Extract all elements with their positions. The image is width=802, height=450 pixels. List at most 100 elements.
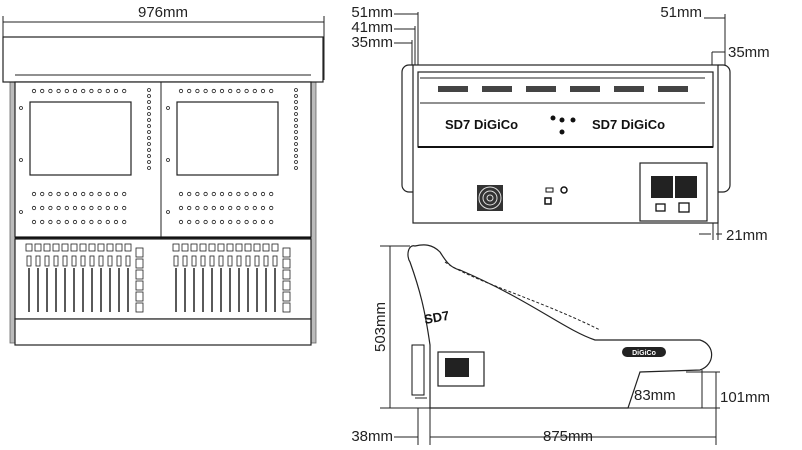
encoder-knob [244, 88, 249, 94]
screen-right [176, 101, 279, 176]
encoder-knob [236, 205, 241, 211]
encoder-knob [187, 205, 192, 211]
rear-brand-logo-right: DiGiCo [621, 117, 665, 132]
side-button [135, 280, 144, 291]
button-knob [147, 154, 151, 158]
encoder-knob [195, 88, 200, 94]
encoder-knob [64, 191, 69, 197]
side-button [282, 302, 291, 313]
fader-cap [62, 255, 68, 267]
side-button [282, 291, 291, 302]
encoder-knob [228, 191, 233, 197]
encoder-knobs [19, 88, 298, 266]
encoder-knob [105, 219, 110, 225]
fader-cap [125, 255, 131, 267]
encoder-knob [252, 191, 257, 197]
channel-button [199, 243, 207, 252]
side-button [135, 302, 144, 313]
button-knob [294, 166, 298, 170]
button-knob [294, 160, 298, 164]
side-height-label: 503mm [372, 302, 389, 352]
encoder-knob [105, 205, 110, 211]
side-button [135, 269, 144, 280]
channel-button [61, 243, 69, 252]
screen-left [29, 101, 132, 176]
rear-foot-label: 21mm [726, 227, 768, 244]
encoder-knob [105, 88, 110, 94]
fader-cap [26, 255, 32, 267]
encoder-knob [56, 205, 61, 211]
encoder-knob [178, 191, 184, 197]
button-knob [294, 142, 298, 146]
encoder-knob [64, 219, 69, 225]
vent-slot [482, 86, 512, 92]
button-knob [147, 130, 151, 134]
encoder-knob [122, 191, 127, 197]
channel-button [124, 243, 132, 252]
side-button [282, 269, 291, 280]
encoder-knob [211, 219, 216, 225]
channel-button [97, 243, 105, 252]
encoder-knob [72, 88, 78, 94]
fader-cap [116, 255, 122, 267]
fader-cap [44, 255, 50, 267]
encoder-knob [40, 219, 45, 225]
encoder-knob [244, 191, 249, 197]
button-knob [147, 94, 151, 98]
encoder-knob [203, 88, 208, 94]
button-knob [147, 148, 151, 152]
fader-cap [227, 255, 233, 267]
vent-slot [658, 86, 688, 92]
side-button [282, 247, 291, 258]
rear-model-logo-right: SD7 [592, 117, 617, 132]
encoder-knob [236, 88, 241, 94]
encoder-knob [72, 205, 78, 211]
button-knob [294, 88, 298, 92]
encoder-knob [122, 219, 127, 225]
encoder-knob [81, 88, 86, 94]
encoder-knob [48, 219, 53, 225]
encoder-knob [219, 88, 225, 94]
encoder-knob [269, 191, 274, 197]
encoder-knob [97, 219, 102, 225]
encoder-knob [178, 88, 184, 94]
fan-icon [477, 185, 503, 211]
encoder-knob [40, 191, 45, 197]
rear-model-logo-left: SD7 [445, 117, 470, 132]
encoder-knob [228, 88, 233, 94]
channel-button [226, 243, 234, 252]
encoder-knob [31, 219, 37, 225]
fader-cap [218, 255, 224, 267]
vent-slot [570, 86, 600, 92]
rear-left-label-3: 35mm [351, 34, 393, 51]
button-knob [294, 100, 298, 104]
encoder-knob [260, 191, 266, 197]
fader-cap [272, 255, 278, 267]
channel-button [235, 243, 243, 252]
button-knob [147, 106, 151, 110]
rear-right-side-label: 35mm [728, 44, 770, 61]
button-knob [294, 118, 298, 122]
encoder-knob [89, 191, 94, 197]
encoder-knob [178, 205, 184, 211]
encoder-knob [31, 205, 37, 211]
button-knob [294, 124, 298, 128]
button-knob [19, 210, 23, 214]
encoder-knob [203, 205, 208, 211]
channel-button [43, 243, 51, 252]
encoder-knob [31, 191, 37, 197]
side-button [135, 247, 144, 258]
channel-button [253, 243, 261, 252]
encoder-knob [219, 191, 225, 197]
side-brand-badge [622, 347, 666, 357]
side-depth-label: 875mm [543, 428, 593, 445]
encoder-knob [97, 88, 102, 94]
button-knob [166, 158, 170, 162]
button-knob [147, 112, 151, 116]
encoder-knob [89, 219, 94, 225]
fader-cap [71, 255, 77, 267]
encoder-knob [72, 191, 78, 197]
rear-left-label-1: 51mm [351, 4, 393, 21]
